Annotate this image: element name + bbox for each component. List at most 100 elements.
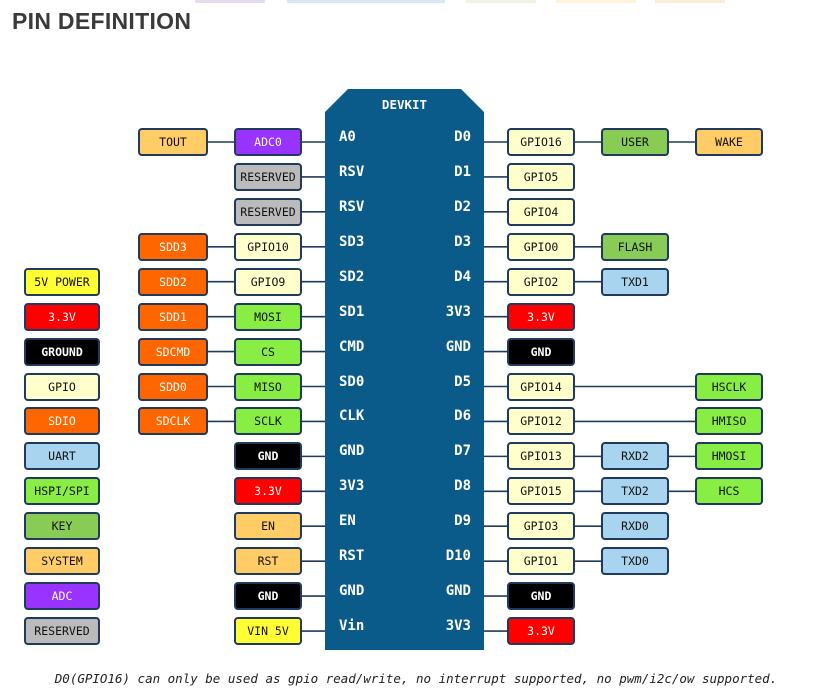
left-pin-label: SD1 [339, 303, 365, 320]
left-pin-label: Vin [339, 618, 365, 635]
left-pin-label: RST [339, 548, 365, 565]
right-pin-alt-function: RXD0 [601, 512, 669, 541]
right-pin-label: D4 [454, 268, 471, 285]
right-pin-extra-function: HCS [695, 477, 763, 506]
left-pin-label: CLK [339, 408, 365, 425]
right-pin-alt-function: TXD1 [601, 267, 669, 296]
right-pin-extra-function: HSCLK [695, 372, 763, 401]
left-pin-label: EN [339, 513, 356, 530]
left-pin-label: RSV [339, 163, 365, 180]
left-pin-function: RESERVED [234, 162, 302, 191]
left-pin-label: GND [339, 443, 365, 460]
legend-item: GROUND [24, 337, 100, 366]
left-pin-alt-function: SDD0 [138, 372, 208, 401]
left-pin-alt-function: SDD3 [138, 232, 208, 261]
left-pin-alt-function: SDD1 [138, 302, 208, 331]
left-pin-label: 3V3 [339, 478, 365, 495]
top-decoration [466, 0, 536, 3]
legend-item: SYSTEM [24, 547, 100, 576]
left-pin-function: GND [234, 582, 302, 611]
left-pin-function: SCLK [234, 407, 302, 436]
left-pin-alt-function: SDCLK [138, 407, 208, 436]
right-pin-alt-function: RXD2 [601, 442, 669, 471]
right-pin-extra-function: HMISO [695, 407, 763, 436]
board-title: DEVKIT [381, 97, 428, 112]
right-pin-label: D2 [454, 198, 471, 215]
left-pin-label: SD3 [339, 233, 365, 250]
right-pin-function: GPIO4 [507, 197, 575, 226]
right-pin-alt-function: FLASH [601, 232, 669, 261]
devkit-board [325, 89, 484, 650]
right-pin-label: D6 [454, 408, 471, 425]
right-pin-function: GPIO12 [507, 407, 575, 436]
left-pin-function: RST [234, 547, 302, 576]
footnote: D0(GPIO16) can only be used as gpio read… [54, 671, 778, 686]
right-pin-label: D9 [454, 513, 471, 530]
left-pin-function: GND [234, 442, 302, 471]
legend-item: ADC [24, 582, 100, 611]
left-pin-label: SD0 [339, 373, 365, 390]
legend-item: RESERVED [24, 617, 100, 646]
right-pin-function: 3.3V [507, 617, 575, 646]
left-pin-function: VIN 5V [234, 617, 302, 646]
top-decoration [556, 0, 636, 3]
right-pin-label: D7 [454, 443, 471, 460]
right-pin-extra-function: WAKE [695, 128, 763, 156]
right-pin-function: GPIO13 [507, 442, 575, 471]
right-pin-function: GPIO3 [507, 512, 575, 541]
right-pin-alt-function: TXD2 [601, 477, 669, 506]
left-pin-function: MISO [234, 372, 302, 401]
top-decoration [195, 0, 265, 3]
right-pin-function: GPIO1 [507, 547, 575, 576]
right-pin-function: GPIO14 [507, 372, 575, 401]
left-pin-function: MOSI [234, 302, 302, 331]
right-pin-extra-function: HMOSI [695, 442, 763, 471]
left-pin-function: EN [234, 512, 302, 541]
right-pin-label: D0 [454, 129, 471, 145]
legend-item: 5V POWER [24, 267, 100, 296]
left-pin-function: 3.3V [234, 477, 302, 506]
legend-item: SDIO [24, 407, 100, 436]
right-pin-label: D3 [454, 233, 471, 250]
legend-item: HSPI/SPI [24, 477, 100, 506]
right-pin-function: GPIO2 [507, 267, 575, 296]
right-pin-function: 3.3V [507, 302, 575, 331]
left-pin-alt-function: TOUT [138, 128, 208, 156]
right-pin-function: GND [507, 337, 575, 366]
right-pin-label: D1 [454, 163, 471, 180]
legend-item: GPIO [24, 372, 100, 401]
left-pin-function: GPIO9 [234, 267, 302, 296]
right-pin-label: GND [445, 583, 471, 600]
right-pin-function: GPIO16 [507, 128, 575, 156]
left-pin-label: CMD [339, 338, 365, 355]
left-pin-function: ADC0 [234, 128, 302, 156]
right-pin-label: D8 [454, 478, 471, 495]
top-decoration [655, 0, 725, 3]
right-pin-label: D5 [454, 373, 471, 390]
left-pin-function: RESERVED [234, 197, 302, 226]
left-pin-function: GPIO10 [234, 232, 302, 261]
right-pin-label: 3V3 [445, 618, 471, 635]
right-pin-function: GPIO5 [507, 162, 575, 191]
left-pin-function: CS [234, 337, 302, 366]
right-pin-label: D10 [445, 548, 471, 565]
left-pin-alt-function: SDCMD [138, 337, 208, 366]
top-decoration [287, 0, 445, 3]
legend-item: 3.3V [24, 302, 100, 331]
left-pin-alt-function: SDD2 [138, 267, 208, 296]
right-pin-function: GND [507, 582, 575, 611]
legend-item: KEY [24, 512, 100, 541]
left-pin-label: A0 [339, 129, 356, 145]
left-pin-label: GND [339, 583, 365, 600]
right-pin-label: 3V3 [445, 303, 471, 320]
right-pin-alt-function: USER [601, 128, 669, 156]
right-pin-function: GPIO15 [507, 477, 575, 506]
page-title: PIN DEFINITION [12, 8, 192, 34]
left-pin-label: RSV [339, 198, 365, 215]
right-pin-function: GPIO0 [507, 232, 575, 261]
left-pin-label: SD2 [339, 268, 365, 285]
legend-item: UART [24, 442, 100, 471]
right-pin-label: GND [445, 338, 471, 355]
